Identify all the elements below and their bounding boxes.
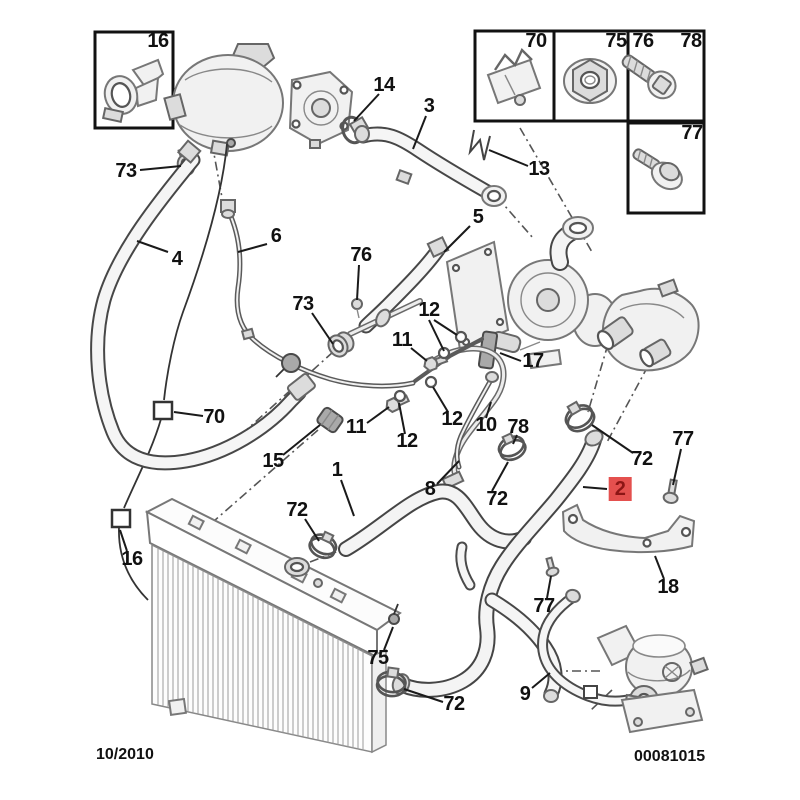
hose-clamp-72-bottom xyxy=(375,666,407,698)
part-label-callout-72-left[interactable]: 72 xyxy=(286,499,308,521)
spring-clip-13 xyxy=(468,129,491,161)
part-label-inset-16[interactable]: 16 xyxy=(147,30,169,52)
part-label-inset-77[interactable]: 77 xyxy=(681,122,703,144)
part-label-callout-77-mid[interactable]: 77 xyxy=(533,595,555,617)
inset-part-flange-nut xyxy=(563,58,617,104)
hose-clamp-72-right xyxy=(564,400,596,433)
part-label-callout-6[interactable]: 6 xyxy=(270,225,282,247)
part-label-callout-12-a[interactable]: 12 xyxy=(418,299,440,321)
part-label-callout-72-right[interactable]: 72 xyxy=(631,448,653,470)
bolt-77-mid xyxy=(545,556,560,577)
drawing-number: 00081015 xyxy=(634,748,706,765)
water-outlet-pipe-3 xyxy=(348,115,507,207)
connector-16 xyxy=(110,508,132,529)
part-label-callout-75[interactable]: 75 xyxy=(367,647,389,669)
turbocharger xyxy=(445,216,618,370)
part-label-callout-73-mid[interactable]: 73 xyxy=(292,293,314,315)
radiator-hose-1 xyxy=(338,483,532,557)
part-label-callout-5[interactable]: 5 xyxy=(472,206,484,228)
part-label-inset-75[interactable]: 75 xyxy=(605,30,627,52)
part-label-callout-8[interactable]: 8 xyxy=(424,478,436,500)
part-label-callout-76[interactable]: 76 xyxy=(350,244,372,266)
part-label-callout-10[interactable]: 10 xyxy=(475,414,497,436)
inset-boxes xyxy=(93,29,706,215)
hose-clamp-78 xyxy=(497,432,527,462)
banjo-fittings-11-12 xyxy=(385,330,484,414)
part-label-callout-15[interactable]: 15 xyxy=(262,450,284,472)
support-bracket-18 xyxy=(561,503,696,554)
leader-lines xyxy=(119,93,682,703)
part-label-callout-12-b[interactable]: 12 xyxy=(441,408,463,430)
part-label-callout-73-top[interactable]: 73 xyxy=(115,160,137,182)
part-label-inset-78[interactable]: 78 xyxy=(680,30,702,52)
turbo-inlet-hose-5 xyxy=(347,235,450,337)
connector-70 xyxy=(152,400,174,421)
inset-part-shoulder-bolt xyxy=(632,148,683,191)
part-label-callout-3[interactable]: 3 xyxy=(423,95,435,117)
inset-part-bolt xyxy=(621,54,677,100)
part-label-inset-70[interactable]: 70 xyxy=(525,30,547,52)
part-label-callout-72-bottom[interactable]: 72 xyxy=(443,693,465,715)
part-label-callout-16[interactable]: 16 xyxy=(121,548,143,570)
stud-75 xyxy=(388,603,400,625)
degassing-pipe-6 xyxy=(220,199,416,389)
inset-part-clip xyxy=(486,47,542,106)
thermostat-housing xyxy=(596,278,700,372)
date-code: 10/2010 xyxy=(96,746,154,763)
part-label-callout-11-a[interactable]: 11 xyxy=(391,329,413,351)
part-label-callout-4[interactable]: 4 xyxy=(171,248,183,270)
part-label-callout-9[interactable]: 9 xyxy=(519,683,531,705)
part-label-callout-12-c[interactable]: 12 xyxy=(396,430,418,452)
part-label-callout-17[interactable]: 17 xyxy=(522,350,544,372)
inset-part-bracket-clamp xyxy=(101,58,165,123)
electric-water-pump xyxy=(583,624,709,734)
water-feed-pipe-8 xyxy=(454,371,499,470)
part-label-callout-18[interactable]: 18 xyxy=(657,576,679,598)
assembly-reference-lines xyxy=(211,127,649,712)
part-label-callout-2[interactable]: 2 xyxy=(608,477,632,501)
water-pump xyxy=(288,70,354,149)
expansion-tank-hose-4 xyxy=(90,139,316,471)
part-label-callout-1[interactable]: 1 xyxy=(331,459,343,481)
part-label-callout-11-b[interactable]: 11 xyxy=(345,416,367,438)
part-label-callout-72-mid[interactable]: 72 xyxy=(486,488,508,510)
water-hose-2-highlighted-part xyxy=(391,429,604,703)
hose-clamp-72-left xyxy=(308,530,338,560)
part-label-inset-76[interactable]: 76 xyxy=(632,30,654,52)
part-label-callout-77-right[interactable]: 77 xyxy=(672,428,694,450)
part-label-callout-13[interactable]: 13 xyxy=(528,158,550,180)
part-label-callout-70[interactable]: 70 xyxy=(203,406,225,428)
part-label-callout-14[interactable]: 14 xyxy=(373,74,395,96)
bolt-77-right xyxy=(662,478,679,504)
grommet-15 xyxy=(316,406,344,434)
grommet-73-mid xyxy=(327,331,355,358)
expansion-tank xyxy=(163,43,284,157)
level-sensor-wire xyxy=(110,143,228,601)
radiator xyxy=(144,497,402,754)
radiator-fins xyxy=(157,548,364,751)
part-label-callout-78[interactable]: 78 xyxy=(507,416,529,438)
